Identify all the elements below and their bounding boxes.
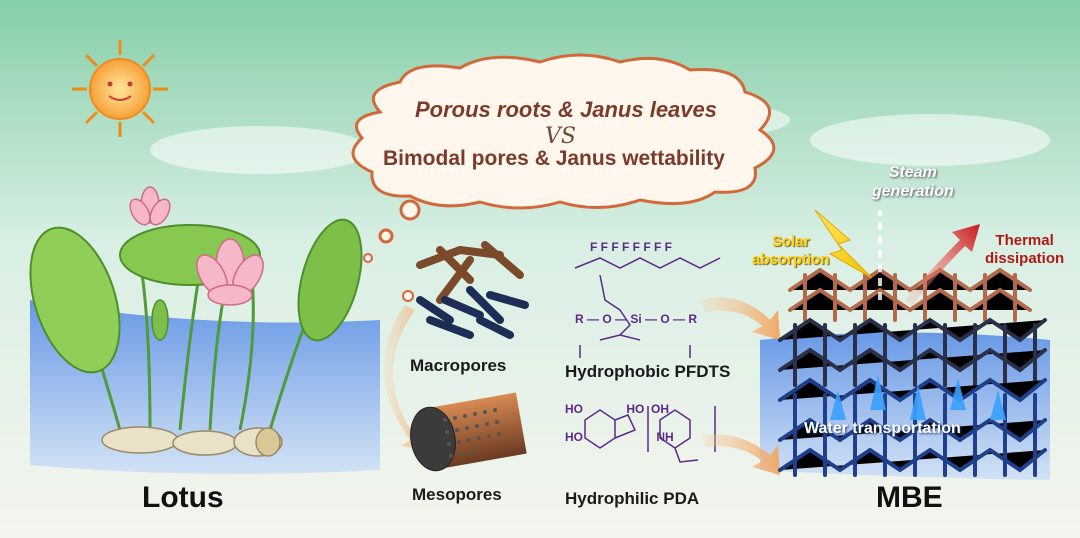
label-macropores: Macropores bbox=[410, 356, 507, 375]
sun-icon bbox=[72, 40, 168, 137]
label-mbe: MBE bbox=[876, 481, 943, 514]
label-water-transportation: Water transportation bbox=[804, 420, 961, 437]
pda-oh-groups: HO HO OH bbox=[565, 402, 670, 416]
label-solar-absorption: Solar absorption bbox=[752, 233, 830, 268]
pfdts-si-group: R — O — Si — O — R bbox=[575, 312, 698, 326]
label-hydrophilic-pda: Hydrophilic PDA bbox=[565, 489, 700, 508]
lotus-plant-icon bbox=[29, 186, 363, 457]
label-mesopores: Mesopores bbox=[412, 485, 502, 504]
label-thermal-dissipation: Thermal dissipation bbox=[985, 232, 1065, 267]
pfdts-f-atoms: F F F F F F F F bbox=[590, 240, 672, 254]
pda-ho-nh: HO NH bbox=[565, 430, 674, 444]
cloud-line-1: Porous roots & Janus leaves bbox=[415, 97, 717, 122]
macropore-structure-icon bbox=[416, 241, 529, 339]
label-steam-generation: Steam generation bbox=[872, 164, 954, 200]
pfdts-structure-icon bbox=[574, 257, 721, 358]
mbe-lattice-icon bbox=[778, 267, 1047, 477]
label-hydrophobic-pfdts: Hydrophobic PFDTS bbox=[565, 362, 731, 381]
label-lotus: Lotus bbox=[142, 481, 224, 514]
cloud-vs: VS bbox=[545, 124, 576, 149]
mesopore-cylinder-icon bbox=[410, 392, 527, 472]
cloud-bubble-icon bbox=[351, 53, 776, 302]
cloud-line-2: Bimodal pores & Janus wettability bbox=[383, 147, 725, 170]
